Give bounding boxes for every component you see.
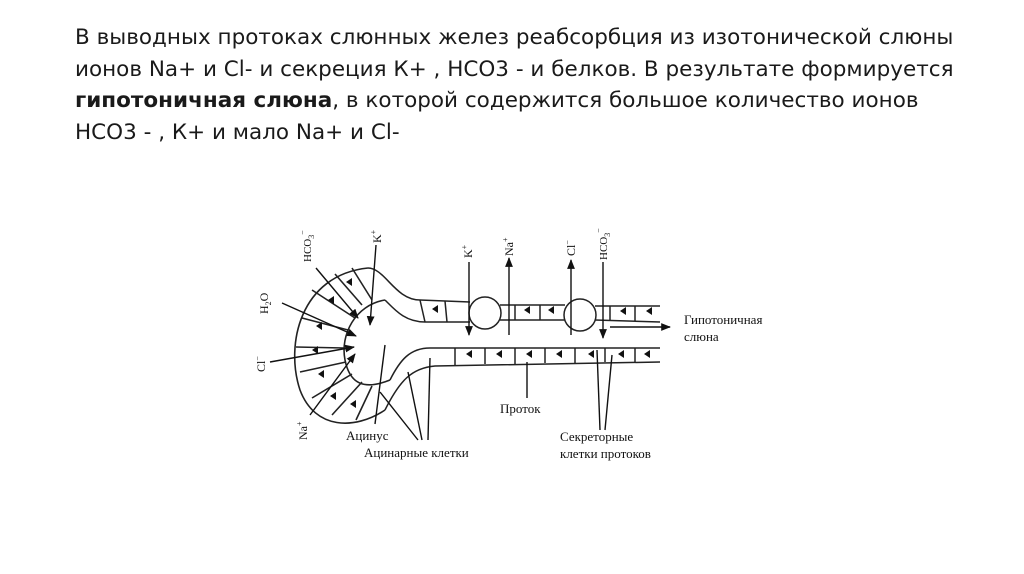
- pointer-secretory-2: [604, 354, 613, 431]
- label-output-line1: Гипотоничная: [684, 312, 762, 327]
- ion-label-cl-duct: Cl−: [563, 240, 578, 256]
- duct-bulge-left: [468, 296, 502, 330]
- arrow-cl: [269, 344, 355, 363]
- acinus-cells: [293, 267, 391, 424]
- duct-lower-wall-outer: [384, 361, 661, 411]
- duct-lower-wall-inner: [389, 347, 660, 381]
- ion-label-k: K+: [369, 229, 384, 243]
- structure-labels: Гипотоничная слюна Проток Ацинус Ацинарн…: [346, 312, 762, 461]
- acinus-outer-wall: [293, 267, 386, 424]
- ion-label-hco3-duct: HCO3−: [594, 228, 612, 260]
- duct-walls: [367, 267, 661, 411]
- transport-arrows: [269, 244, 671, 441]
- label-secretory-line2: клетки протоков: [560, 446, 651, 461]
- ion-label-na: Na+: [295, 421, 310, 440]
- pointer-acinar-cell-1: [379, 391, 419, 441]
- ion-label-na-duct: Na+: [501, 237, 516, 256]
- paragraph-bold-term: гипотоничная слюна: [75, 88, 333, 113]
- acinus-nuclei: [312, 278, 356, 408]
- ion-label-cl: Cl−: [253, 356, 268, 372]
- label-duct: Проток: [500, 401, 541, 416]
- ion-labels: HCO3− K+ H2O Cl− Na+ K+ Na+ Cl− HCO3−: [253, 228, 612, 440]
- arrow-k: [366, 244, 377, 326]
- slide-paragraph: В выводных протоках слюнных желез реабсо…: [75, 22, 975, 148]
- pointer-acinar-cell-3: [427, 357, 431, 441]
- label-secretory-line1: Секреторные: [560, 429, 633, 444]
- duct-nuclei: [432, 305, 652, 358]
- ion-label-k-duct: K+: [460, 244, 475, 258]
- ion-label-hco3: HCO3−: [298, 230, 316, 262]
- paragraph-text-start: В выводных протоках слюнных желез реабсо…: [75, 25, 954, 82]
- pointer-secretory-1: [596, 349, 601, 431]
- arrow-h2o: [281, 302, 357, 337]
- ion-label-h2o: H2O: [257, 292, 273, 314]
- duct-upper-wall-inner: [384, 299, 661, 323]
- pointer-acinar-cell-2: [407, 371, 423, 441]
- pointer-acinus: [374, 344, 386, 425]
- arrow-na: [309, 353, 356, 416]
- label-output-line2: слюна: [684, 329, 719, 344]
- duct-bulge-right: [563, 298, 597, 332]
- duct-upper-wall-outer: [367, 267, 660, 307]
- paragraph-text-end: , в которой содержится большое количеств…: [75, 88, 919, 145]
- arrow-hco3: [315, 267, 359, 319]
- acinus-inner-wall: [343, 299, 391, 386]
- label-acinus: Ацинус: [346, 428, 389, 443]
- label-acinar-cells: Ацинарные клетки: [364, 445, 469, 460]
